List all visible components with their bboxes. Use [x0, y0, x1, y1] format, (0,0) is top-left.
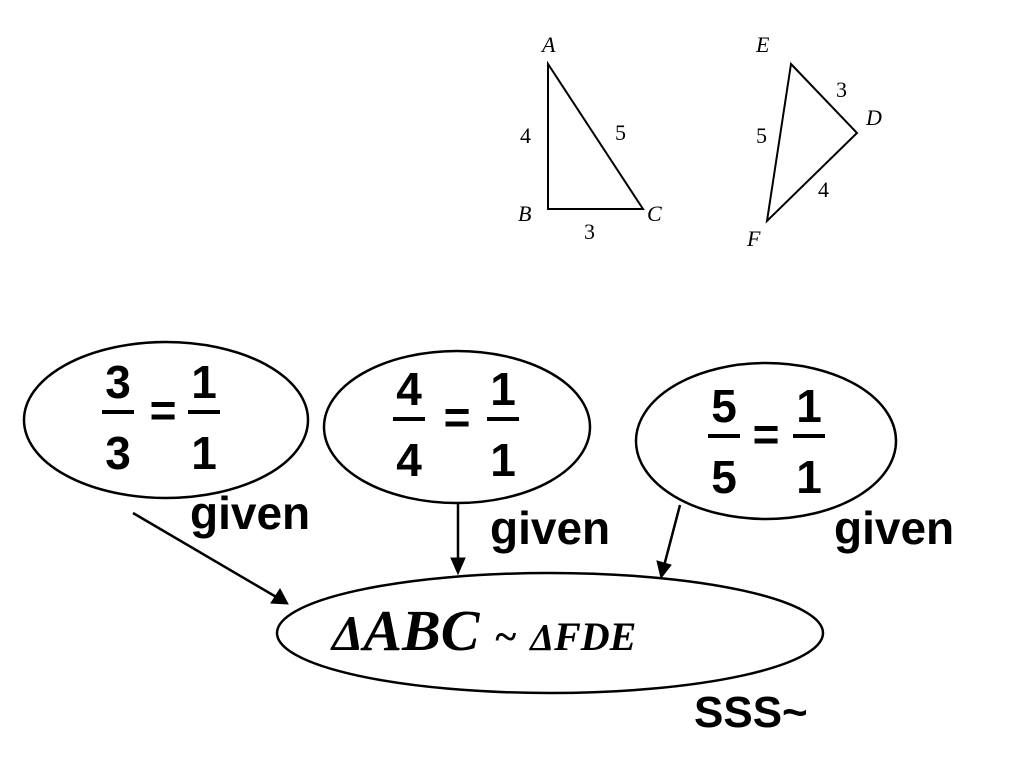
conclusion-ellipse [275, 571, 825, 695]
triangle-fde-name: FDE [553, 614, 636, 659]
ratio-3-denominator-b: 1 [796, 451, 822, 503]
triangle-abc: A B C 4 5 3 [518, 32, 662, 244]
triangle-edf: E D F 3 5 4 [746, 32, 882, 251]
conclusion-bubble: ΔABC~ΔFDE [275, 571, 825, 695]
similar-symbol: ~ [495, 614, 516, 659]
vertex-f-label: F [746, 226, 761, 251]
ratio-3-numerator-a: 5 [711, 380, 737, 432]
vertex-a-label: A [540, 32, 556, 57]
ratio-1-denominator-b: 1 [191, 427, 217, 479]
arrows [132, 503, 682, 605]
triangle-abc-shape [547, 60, 645, 210]
vertex-c-label: C [647, 201, 662, 226]
ratio-1-numerator-a: 3 [105, 356, 131, 408]
sss-similarity-label: SSS~ [694, 688, 808, 737]
arrow-1-head [270, 588, 289, 605]
delta-symbol-2: Δ [528, 617, 554, 659]
given-label-1: given [190, 487, 310, 539]
similarity-statement: ΔABC~ΔFDE [330, 598, 636, 663]
side-ab-length: 4 [520, 123, 531, 148]
given-label-2: given [490, 502, 610, 554]
ratio-3-equals: = [753, 408, 780, 460]
ratio-ellipse-3 [634, 361, 898, 521]
vertex-d-label: D [865, 105, 882, 130]
delta-symbol-1: Δ [330, 605, 363, 661]
ratio-2-denominator-a: 4 [396, 434, 422, 486]
ratio-2-equals: = [444, 391, 471, 443]
arrow-3-shaft [662, 504, 682, 567]
ratio-1-denominator-a: 3 [105, 427, 131, 479]
side-ef-length: 5 [756, 123, 767, 148]
side-ed-length: 3 [836, 77, 847, 102]
ratio-3-numerator-b: 1 [796, 380, 822, 432]
ratio-2-numerator-b: 1 [490, 363, 516, 415]
ratio-1-equals: = [150, 384, 177, 436]
side-df-length: 4 [818, 177, 829, 202]
given-label-3: given [834, 502, 954, 554]
ratio-1-numerator-b: 1 [191, 356, 217, 408]
side-bc-length: 3 [584, 219, 595, 244]
ratio-bubble-2: 4 4 = 1 1 [322, 349, 592, 505]
ratio-2-denominator-b: 1 [490, 434, 516, 486]
arrow-1-shaft [132, 511, 279, 600]
arrow-3-head [656, 560, 672, 580]
arrow-2-head [450, 557, 466, 576]
ratio-3-denominator-a: 5 [711, 451, 737, 503]
ratio-2-numerator-a: 4 [396, 363, 422, 415]
ratio-bubble-1: 3 3 = 1 1 [22, 340, 310, 500]
side-ac-length: 5 [615, 120, 626, 145]
vertex-e-label: E [755, 32, 770, 57]
ratio-bubble-3: 5 5 = 1 1 [634, 361, 898, 521]
ratio-ellipse-1 [22, 340, 310, 500]
triangle-abc-name: ABC [360, 598, 480, 663]
triangle-edf-shape [765, 61, 859, 224]
vertex-b-label: B [518, 201, 531, 226]
